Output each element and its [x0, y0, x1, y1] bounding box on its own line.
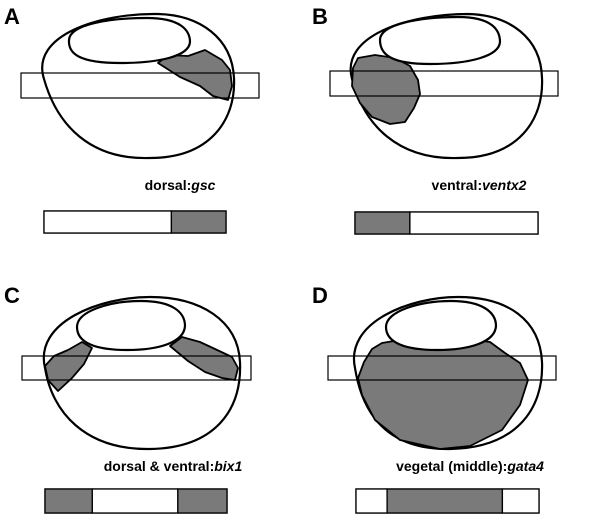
panel-d-bar-segment-2	[386, 488, 504, 514]
panel-b-blastocoel	[378, 15, 502, 66]
panel-d-bar-segment-3	[501, 488, 540, 514]
panel-c-bar-segment-2	[91, 488, 179, 514]
panel-c-expression-domain-right	[169, 336, 239, 381]
panel-c-letter: C	[4, 283, 20, 308]
panel-b-expression-bar	[354, 211, 539, 235]
panel-b-bar-segment-1	[354, 211, 411, 235]
panel-b-bar-segment-2	[409, 211, 539, 235]
panel-a-caption: dorsal:gsc	[145, 177, 216, 193]
panel-b: B ventral:ventx2	[312, 4, 559, 235]
panel-a: A dorsal:gsc	[4, 4, 260, 234]
panel-d-letter: D	[312, 283, 328, 308]
panel-a-section-plane	[20, 72, 260, 99]
panel-a-blastocoel	[67, 16, 192, 65]
panel-c-bar-segment-3	[177, 488, 228, 514]
panel-a-expression-domain	[157, 49, 233, 101]
panel-a-bar-segment-1	[43, 210, 173, 234]
panel-a-bar-segment-2	[170, 210, 227, 234]
panel-c-bar-segment-1	[44, 488, 93, 514]
panel-c-section-plane	[21, 355, 252, 381]
panel-b-letter: B	[312, 4, 328, 29]
panel-d-bar-segment-1	[355, 488, 388, 514]
panel-d-blastocoel	[384, 299, 498, 352]
panel-d-expression-bar	[355, 488, 540, 514]
panel-d-section-plane	[327, 355, 557, 381]
panel-b-section-plane	[329, 70, 559, 97]
panel-c-caption: dorsal & ventral:bix1	[104, 458, 243, 474]
panel-d-caption: vegetal (middle):gata4	[396, 458, 544, 474]
panel-c-expression-domain-left	[44, 341, 93, 392]
panel-d: D vegetal (middle):gata4	[312, 283, 557, 514]
panel-b-caption: ventral:ventx2	[432, 177, 527, 193]
panel-b-expression-domain	[351, 54, 421, 125]
panel-c-blastocoel	[75, 299, 187, 352]
panel-a-expression-bar	[43, 210, 227, 234]
panel-c: C dorsal & ventral:bix1	[4, 283, 252, 514]
panel-c-expression-bar	[44, 488, 228, 514]
panel-a-letter: A	[4, 4, 20, 29]
